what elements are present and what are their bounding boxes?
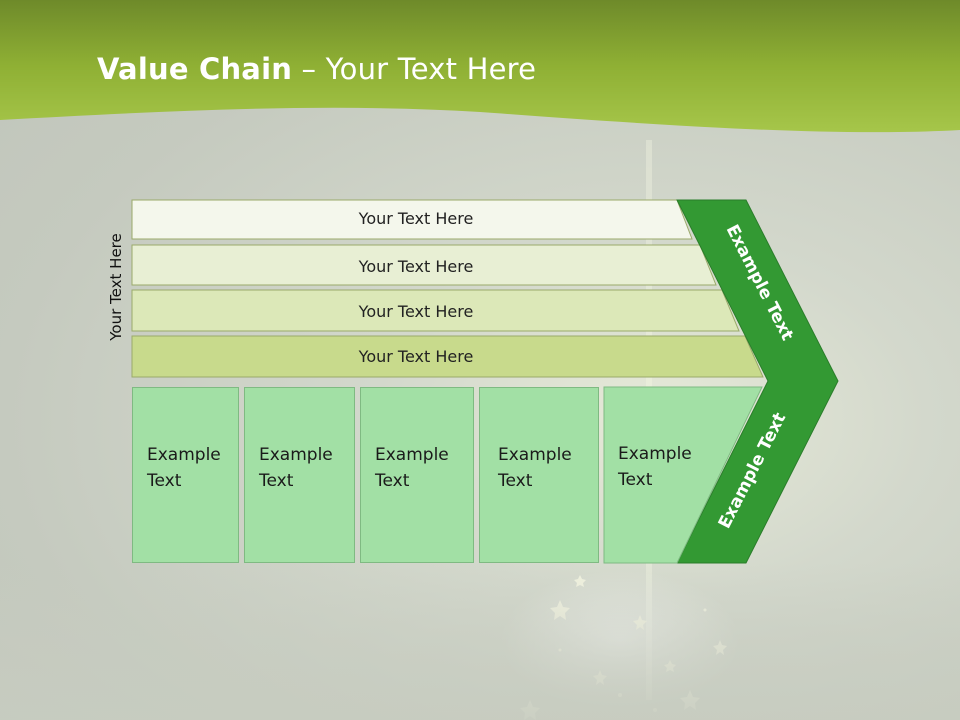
column-3-line2: Text [375, 471, 410, 491]
page-title: Value Chain – Your Text Here [97, 52, 536, 86]
title-bold: Value Chain [97, 52, 293, 86]
column-1-line1: Example [147, 445, 221, 465]
row-3-shape [131, 289, 740, 332]
column-5-line1: Example [618, 444, 692, 464]
column-5-line2: Text [618, 470, 653, 490]
row-3-label: Your Text Here [358, 302, 474, 321]
row-1-label: Your Text Here [358, 209, 474, 228]
column-2-line2: Text [259, 471, 294, 491]
row-4-label: Your Text Here [358, 347, 474, 366]
column-4-line1: Example [498, 445, 572, 465]
header-band [0, 0, 960, 133]
row-2-label: Your Text Here [358, 257, 474, 276]
column-4-line2: Text [498, 471, 533, 491]
column-3-line1: Example [375, 445, 449, 465]
row-1-shape [131, 199, 693, 240]
row-2-shape [131, 244, 717, 286]
column-2-line1: Example [259, 445, 333, 465]
row-4-shape [131, 335, 764, 378]
title-rest: – Your Text Here [292, 52, 537, 86]
column-1-line2: Text [147, 471, 182, 491]
